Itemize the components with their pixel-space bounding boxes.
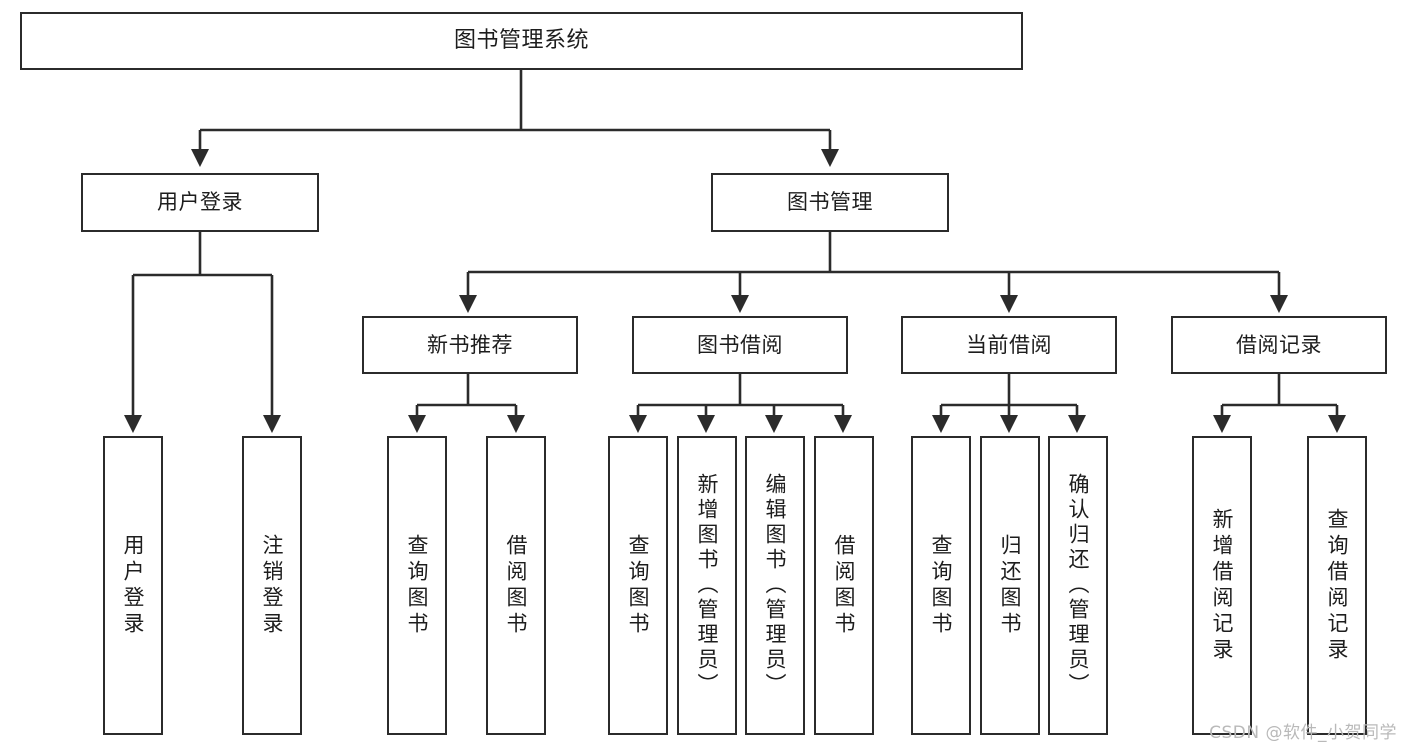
leaf-label: 用户登录	[121, 533, 146, 638]
leaf-label: 查询图书	[405, 533, 430, 638]
node-book-borrow[interactable]: 图书借阅	[632, 316, 848, 374]
leaf-book-borrow-3[interactable]: 借阅图书	[814, 436, 874, 735]
node-new-book-recommend[interactable]: 新书推荐	[362, 316, 578, 374]
node-new-book-recommend-label: 新书推荐	[427, 332, 513, 357]
leaf-label: 借阅图书	[832, 533, 857, 638]
leaf-label: 新增图书（管理员）	[695, 473, 720, 698]
node-book-borrow-label: 图书借阅	[697, 332, 783, 357]
leaf-borrow-record-1[interactable]: 查询借阅记录	[1307, 436, 1367, 735]
leaf-book-borrow-0[interactable]: 查询图书	[608, 436, 668, 735]
node-book-manage-label: 图书管理	[787, 190, 873, 215]
csdn-watermark: CSDN @软件_小贺同学	[1209, 723, 1397, 743]
node-current-borrow[interactable]: 当前借阅	[901, 316, 1117, 374]
node-borrow-record[interactable]: 借阅记录	[1171, 316, 1387, 374]
node-user-login[interactable]: 用户登录	[81, 173, 319, 232]
leaf-book-borrow-1[interactable]: 新增图书（管理员）	[677, 436, 737, 735]
node-root[interactable]: 图书管理系统	[20, 12, 1023, 70]
node-user-login-label: 用户登录	[157, 190, 243, 215]
node-current-borrow-label: 当前借阅	[966, 332, 1052, 357]
leaf-current-borrow-0[interactable]: 查询图书	[911, 436, 971, 735]
leaf-label: 查询借阅记录	[1325, 507, 1350, 664]
leaf-label: 归还图书	[998, 533, 1023, 638]
node-book-manage[interactable]: 图书管理	[711, 173, 949, 232]
leaf-label: 注销登录	[260, 533, 285, 638]
leaf-current-borrow-1[interactable]: 归还图书	[980, 436, 1040, 735]
leaf-current-borrow-2[interactable]: 确认归还（管理员）	[1048, 436, 1108, 735]
leaf-new-book-rec-0[interactable]: 查询图书	[387, 436, 447, 735]
node-borrow-record-label: 借阅记录	[1236, 332, 1322, 357]
node-root-label: 图书管理系统	[453, 27, 589, 53]
leaf-label: 编辑图书（管理员）	[763, 473, 788, 698]
leaf-label: 查询图书	[929, 533, 954, 638]
leaf-user-login-0[interactable]: 用户登录	[103, 436, 163, 735]
leaf-label: 查询图书	[626, 533, 651, 638]
leaf-borrow-record-0[interactable]: 新增借阅记录	[1192, 436, 1252, 735]
leaf-new-book-rec-1[interactable]: 借阅图书	[486, 436, 546, 735]
leaf-label: 借阅图书	[504, 533, 529, 638]
leaf-book-borrow-2[interactable]: 编辑图书（管理员）	[745, 436, 805, 735]
leaf-label: 新增借阅记录	[1210, 507, 1235, 664]
leaf-label: 确认归还（管理员）	[1066, 473, 1091, 698]
leaf-user-login-1[interactable]: 注销登录	[242, 436, 302, 735]
